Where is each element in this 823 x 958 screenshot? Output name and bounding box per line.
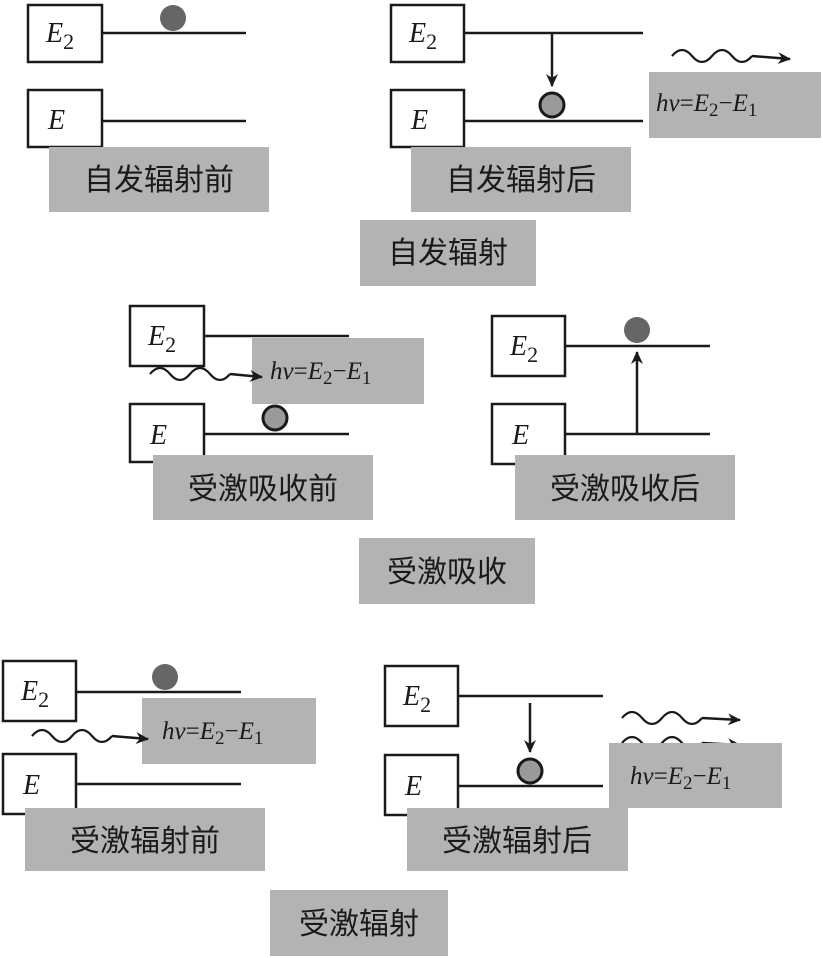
section-title-box-absorption bbox=[359, 538, 535, 604]
panel-label: 受激吸收前 bbox=[188, 472, 338, 507]
ground-particle bbox=[538, 91, 566, 119]
incident-photon-wave bbox=[31, 728, 113, 744]
panel-spontaneous-after: E2 E hv=E2−E1 自发辐射后 bbox=[389, 3, 821, 212]
upper-level-label: E2 bbox=[45, 18, 74, 54]
section-title-box-spontaneous bbox=[360, 220, 536, 286]
lower-level-label: E bbox=[511, 420, 529, 451]
upper-level-box bbox=[128, 304, 206, 368]
panel-label: 受激辐射后 bbox=[442, 824, 592, 859]
label-box bbox=[407, 808, 628, 871]
photon-arrow bbox=[229, 369, 263, 382]
panel-stimulated-before: E2 hv=E2−E1 E 受激辐射前 bbox=[1, 659, 316, 871]
panel-label: 受激吸收后 bbox=[550, 472, 700, 507]
label-box bbox=[411, 147, 631, 212]
excited-particle bbox=[160, 5, 186, 31]
formula-box bbox=[142, 698, 316, 764]
excited-particle bbox=[624, 317, 650, 343]
excited-particle bbox=[152, 664, 178, 690]
photon-energy-formula: hv=E2−E1 bbox=[630, 763, 731, 794]
upper-level-box bbox=[1, 659, 78, 723]
lower-level-label: E bbox=[149, 420, 167, 451]
formula-box bbox=[252, 338, 424, 404]
lower-level-box bbox=[383, 753, 460, 817]
section-title-box-stimulated bbox=[270, 890, 448, 956]
upper-level-box bbox=[490, 314, 567, 378]
upper-level-box bbox=[383, 664, 460, 728]
panel-absorption-before: E2 hv=E2−E1 E 受激吸收前 bbox=[128, 304, 424, 520]
formula-box bbox=[609, 743, 782, 808]
label-box bbox=[49, 147, 269, 212]
upper-level-label: E2 bbox=[509, 331, 538, 367]
lower-level-box bbox=[1, 752, 78, 816]
upper-level-label: E2 bbox=[20, 676, 49, 712]
label-box bbox=[25, 808, 265, 871]
lower-level-label: E bbox=[410, 105, 428, 136]
photon-energy-formula: hv=E2−E1 bbox=[162, 718, 263, 749]
upper-level-label: E2 bbox=[408, 18, 437, 54]
label-box bbox=[153, 455, 373, 520]
emitted-photon-wave bbox=[671, 48, 753, 64]
section-title-spontaneous: 自发辐射 bbox=[388, 236, 508, 271]
lower-level-box bbox=[26, 88, 104, 149]
label-box bbox=[515, 455, 735, 520]
section-title-stimulated: 受激辐射 bbox=[299, 907, 419, 942]
ground-particle bbox=[516, 757, 544, 785]
upper-level-box bbox=[389, 3, 466, 64]
lower-level-label: E bbox=[47, 105, 65, 136]
photon-arrow-1 bbox=[701, 713, 741, 726]
photon-arrow bbox=[111, 732, 149, 744]
panel-label: 自发辐射前 bbox=[84, 163, 234, 198]
lower-level-box bbox=[389, 88, 466, 149]
photon-arrow bbox=[751, 52, 791, 65]
lower-level-label: E bbox=[404, 771, 422, 802]
upper-level-box bbox=[26, 3, 104, 64]
photon-energy-formula: hv=E2−E1 bbox=[270, 358, 371, 389]
panel-label: 自发辐射后 bbox=[446, 163, 596, 198]
formula-box bbox=[649, 72, 821, 138]
photon-energy-formula: hv=E2−E1 bbox=[656, 90, 757, 121]
upper-level-label: E2 bbox=[147, 321, 176, 357]
ground-particle bbox=[261, 404, 289, 432]
incident-photon-wave bbox=[149, 366, 231, 382]
upper-level-label: E2 bbox=[402, 681, 431, 717]
panel-absorption-after: E2 E 受激吸收后 bbox=[490, 314, 735, 520]
panel-label: 受激辐射前 bbox=[70, 824, 220, 859]
emitted-photon-wave-1 bbox=[621, 710, 703, 726]
lower-level-box bbox=[490, 402, 567, 466]
panel-stimulated-after: E2 E hv=E2−E1 受激辐射后 bbox=[383, 664, 782, 871]
section-title-absorption: 受激吸收 bbox=[387, 555, 507, 590]
panel-spontaneous-before: E2 E 自发辐射前 bbox=[26, 3, 269, 212]
lower-level-label: E bbox=[22, 770, 40, 801]
